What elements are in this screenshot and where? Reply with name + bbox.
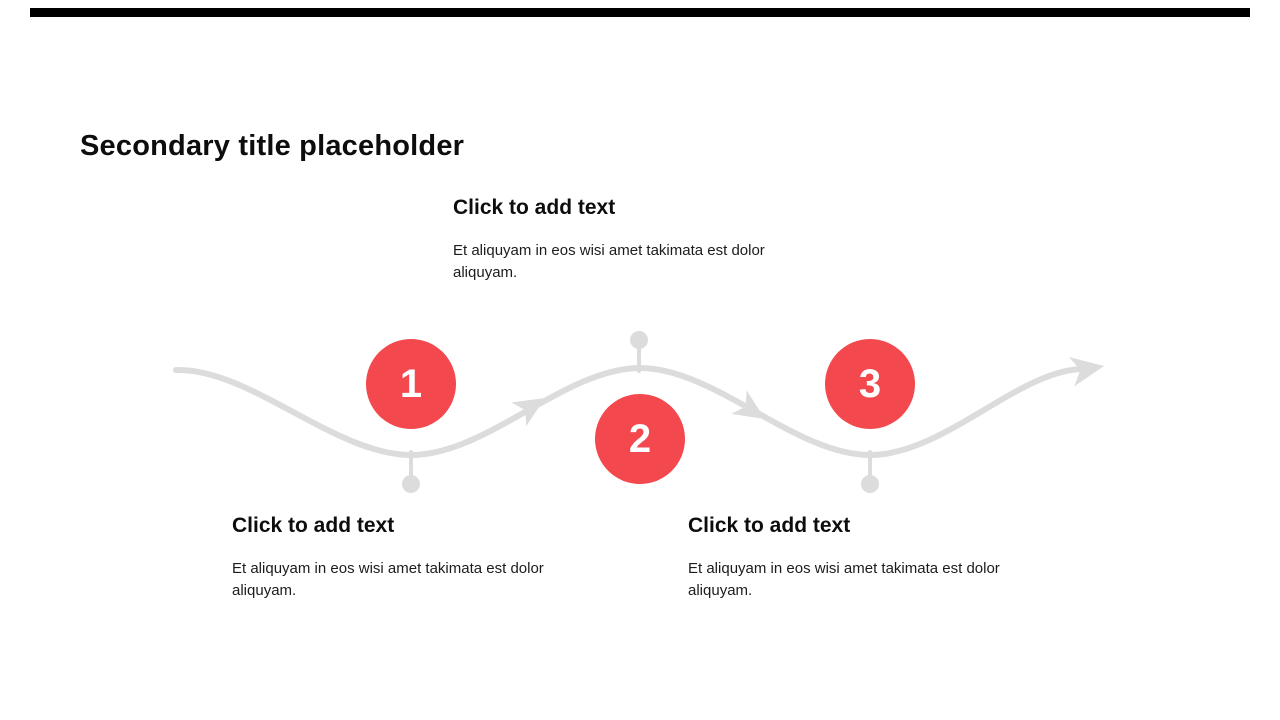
pin-dot-step3 [861, 475, 879, 493]
pin-dot-step2 [630, 331, 648, 349]
top-accent-bar [30, 8, 1250, 17]
step1-heading[interactable]: Click to add text [232, 514, 395, 537]
step2-heading[interactable]: Click to add text [453, 196, 616, 219]
step-number-1: 1 [399, 361, 423, 406]
arrowhead-mid-left [511, 398, 545, 427]
pin-dot-step1 [402, 475, 420, 493]
step-number-2: 2 [628, 416, 652, 461]
step3-heading[interactable]: Click to add text [688, 514, 851, 537]
step-circle-1[interactable]: 1 [366, 339, 456, 429]
step2-text-placeholder[interactable]: Click to add text Et aliquyam in eos wis… [453, 195, 793, 283]
step-circle-2[interactable]: 2 [595, 394, 685, 484]
step-circle-3[interactable]: 3 [825, 339, 915, 429]
step3-text-placeholder[interactable]: Click to add text Et aliquyam in eos wis… [688, 513, 1028, 601]
step2-body[interactable]: Et aliquyam in eos wisi amet takimata es… [453, 242, 765, 281]
slide-title[interactable]: Secondary title placeholder [80, 130, 465, 162]
arrowhead-mid-right [731, 390, 765, 419]
step3-body[interactable]: Et aliquyam in eos wisi amet takimata es… [688, 560, 1000, 599]
step1-text-placeholder[interactable]: Click to add text Et aliquyam in eos wis… [232, 513, 572, 601]
arrowhead-end [1068, 356, 1104, 387]
step-number-3: 3 [858, 361, 882, 406]
step1-body[interactable]: Et aliquyam in eos wisi amet takimata es… [232, 560, 544, 599]
